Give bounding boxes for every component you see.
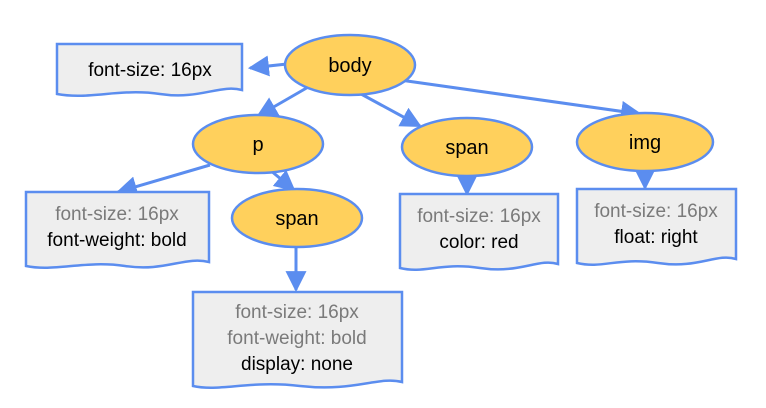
box-span-shape <box>398 192 560 271</box>
edge-body-to-img <box>399 78 643 122</box>
node-img-label: img <box>629 132 661 154</box>
node-body-label: body <box>328 55 371 77</box>
box-p: font-size: 16px font-weight: bold <box>24 190 211 269</box>
box-span-child-line-3: display: none <box>241 354 353 375</box>
box-span-child-shape <box>191 290 404 389</box>
node-span-child: span <box>230 187 364 249</box>
box-body: font-size: 16px <box>55 42 244 97</box>
box-img: font-size: 16px float: right <box>575 187 738 266</box>
box-p-line-1: font-size: 16px <box>55 204 179 225</box>
box-img-line-2: float: right <box>614 227 698 248</box>
box-span-line-1: font-size: 16px <box>417 206 541 227</box>
node-body-shape <box>283 33 417 97</box>
edge-body-to-p <box>256 84 311 118</box>
node-p-label: p <box>252 134 263 156</box>
node-body: body <box>283 33 417 97</box>
box-body-shape <box>55 42 244 97</box>
node-p-shape <box>191 113 325 175</box>
node-img: img <box>575 111 715 173</box>
box-img-line-1: font-size: 16px <box>594 201 718 222</box>
box-p-line-2: font-weight: bold <box>47 230 186 251</box>
edge-body-to-body-box <box>247 55 288 77</box>
box-span-child: font-size: 16px font-weight: bold displa… <box>191 290 404 389</box>
node-img-shape <box>575 111 715 173</box>
node-span-shape <box>400 116 534 178</box>
node-span-child-shape <box>230 187 364 249</box>
node-span-child-label: span <box>275 208 318 230</box>
node-p: p <box>191 113 325 175</box>
node-span: span <box>400 116 534 178</box>
node-span-label: span <box>445 137 488 159</box>
box-span-child-line-2: font-weight: bold <box>227 328 366 349</box>
box-body-line-1: font-size: 16px <box>88 60 212 81</box>
edge-p-to-p-box <box>115 163 211 197</box>
box-span-child-line-1: font-size: 16px <box>235 302 359 323</box>
box-span-line-2: color: red <box>439 232 518 253</box>
box-img-shape <box>575 187 738 266</box>
box-p-shape <box>24 190 211 269</box>
box-span: font-size: 16px color: red <box>398 192 560 271</box>
